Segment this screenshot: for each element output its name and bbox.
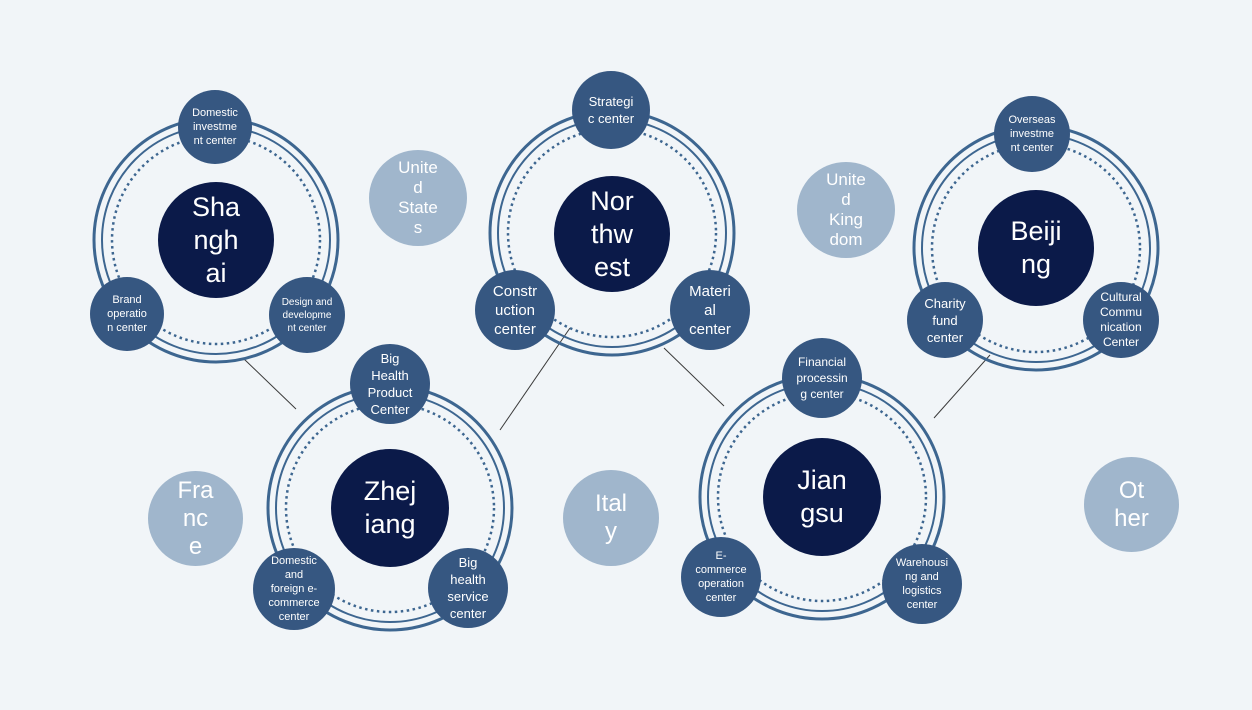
dotted-ring-northwest — [506, 127, 718, 339]
satellite-big-health-product-center: Big Health Product Center — [350, 344, 430, 424]
dotted-ring-shanghai — [110, 134, 322, 346]
hub-jiangsu: Jian gsu — [763, 438, 881, 556]
hub-zhejiang: Zhej iang — [331, 449, 449, 567]
satellite-overseas-investment-center: Overseas investme nt center — [994, 96, 1070, 172]
satellite-warehousing-logistics-center: Warehousi ng and logistics center — [882, 544, 962, 624]
hub-beijing: Beiji ng — [978, 190, 1094, 306]
satellite-financial-processing-center: Financial processin g center — [782, 338, 862, 418]
satellite-strategic-center: Strategi c center — [572, 71, 650, 149]
satellite-charity-fund-center: Charity fund center — [907, 282, 983, 358]
satellite-ecommerce-operation-center: E- commerce operation center — [681, 537, 761, 617]
satellite-domestic-investment-center: Domestic investme nt center — [178, 90, 252, 164]
country-united-kingdom: Unite d King dom — [797, 162, 895, 258]
satellite-design-development-center: Design and developme nt center — [269, 277, 345, 353]
connector-shanghai-zhejiang — [243, 358, 297, 410]
connector-northwest-jiangsu — [663, 347, 725, 407]
dotted-ring-jiangsu — [716, 391, 928, 603]
satellite-material-center: Materi al center — [670, 270, 750, 350]
satellite-construction-center: Constr uction center — [475, 270, 555, 350]
satellite-big-health-service-center: Big health service center — [428, 548, 508, 628]
dotted-ring-zhejiang — [284, 402, 496, 614]
satellite-cultural-communication-center: Cultural Commu nication Center — [1083, 282, 1159, 358]
country-france: Fra nc e — [148, 471, 243, 566]
hub-shanghai: Sha ngh ai — [158, 182, 274, 298]
country-italy: Ital y — [563, 470, 659, 566]
satellite-domestic-foreign-ecommerce-center: Domestic and foreign e- commerce center — [253, 548, 335, 630]
dotted-ring-beijing — [930, 142, 1142, 354]
connector-beijing-jiangsu — [933, 354, 991, 419]
country-united-states: Unite d State s — [369, 150, 467, 246]
satellite-brand-operation-center: Brand operatio n center — [90, 277, 164, 351]
hub-northwest: Nor thw est — [554, 176, 670, 292]
country-other: Ot her — [1084, 457, 1179, 552]
connector-northwest-zhejiang — [499, 327, 571, 431]
